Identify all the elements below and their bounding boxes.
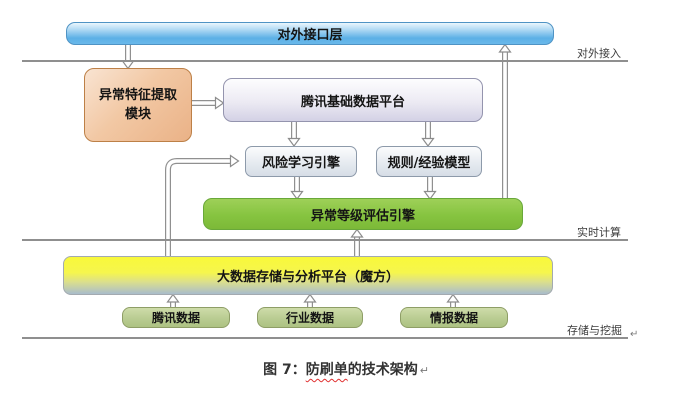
node-tencent-base-data-platform: 腾讯基础数据平台 — [223, 78, 483, 122]
arrow-right-icon — [229, 154, 240, 168]
arrow-down-icon — [287, 137, 301, 148]
paragraph-return-mark: ↵ — [419, 364, 429, 377]
layer-label-external-access: 对外接入 — [577, 47, 621, 60]
node-anomaly-feature-extraction-module: 异常特征提取 模块 — [84, 68, 192, 142]
layer-label-realtime-compute: 实时计算 — [577, 226, 621, 239]
connector-feature-module-to-data-platform — [192, 96, 225, 110]
node-label: 对外接口层 — [277, 28, 343, 43]
node-rule-experience-model: 规则/经验模型 — [376, 146, 482, 177]
caption-spellcheck-underline: 防刷单 — [305, 362, 348, 378]
node-data-source-intel: 情报数据 — [400, 307, 508, 328]
node-risk-learning-engine: 风险学习引擎 — [245, 146, 357, 177]
arrow-up-icon — [350, 228, 364, 238]
layer-divider-storage-mining — [22, 337, 628, 339]
node-label: 异常特征提取 模块 — [98, 87, 177, 123]
node-bigdata-storage-analysis-platform: 大数据存储与分析平台（魔方） — [63, 256, 553, 295]
arrow-up-icon — [303, 293, 317, 303]
node-label: 腾讯基础数据平台 — [300, 94, 405, 110]
arrow-up-icon — [498, 43, 512, 53]
node-label: 规则/经验模型 — [387, 156, 471, 171]
arrow-down-icon — [423, 190, 437, 201]
connector-industry-data-to-storage — [303, 293, 317, 308]
caption-prefix: 图 7： — [263, 362, 306, 378]
node-label: 行业数据 — [285, 311, 334, 325]
node-label: 情报数据 — [429, 311, 478, 325]
caption-suffix: 的技术架构 — [347, 362, 418, 378]
connector-eval-engine-to-interface-layer — [498, 43, 512, 198]
connector-tencent-data-to-storage — [166, 293, 180, 308]
layer-divider-external-access — [22, 60, 628, 62]
connector-rule-model-to-eval-engine — [423, 177, 437, 201]
connector-intel-data-to-storage — [446, 293, 460, 308]
paragraph-return-mark: ↵ — [630, 329, 639, 340]
figure-caption: 图 7：防刷单的技术架构↵ — [0, 359, 692, 379]
node-data-source-industry: 行业数据 — [257, 307, 363, 328]
connector-data-platform-to-rule-model — [421, 122, 435, 148]
node-label: 腾讯数据 — [151, 311, 200, 325]
connector-storage-platform-to-eval-engine — [350, 228, 364, 256]
connector-risk-engine-to-eval-engine — [290, 177, 304, 201]
node-external-interface-layer: 对外接口层 — [66, 22, 554, 45]
arrow-right-icon — [214, 96, 225, 110]
node-label: 风险学习引擎 — [261, 156, 340, 171]
layer-label-storage-mining: 存储与挖掘 — [567, 324, 622, 337]
node-anomaly-level-evaluation-engine: 异常等级评估引擎 — [203, 198, 523, 230]
arrow-down-icon — [421, 137, 435, 148]
node-data-source-tencent: 腾讯数据 — [122, 307, 230, 328]
connector-storage-platform-to-risk-engine — [165, 154, 240, 258]
connector-data-platform-to-risk-engine — [287, 122, 301, 148]
node-label: 大数据存储与分析平台（魔方） — [216, 270, 399, 285]
layer-divider-realtime-compute — [22, 239, 628, 241]
arrow-up-icon — [446, 293, 460, 303]
arrow-down-icon — [290, 190, 304, 201]
arrow-up-icon — [166, 293, 180, 303]
node-label: 异常等级评估引擎 — [310, 208, 415, 224]
connector-interface-to-feature-module — [121, 44, 135, 70]
